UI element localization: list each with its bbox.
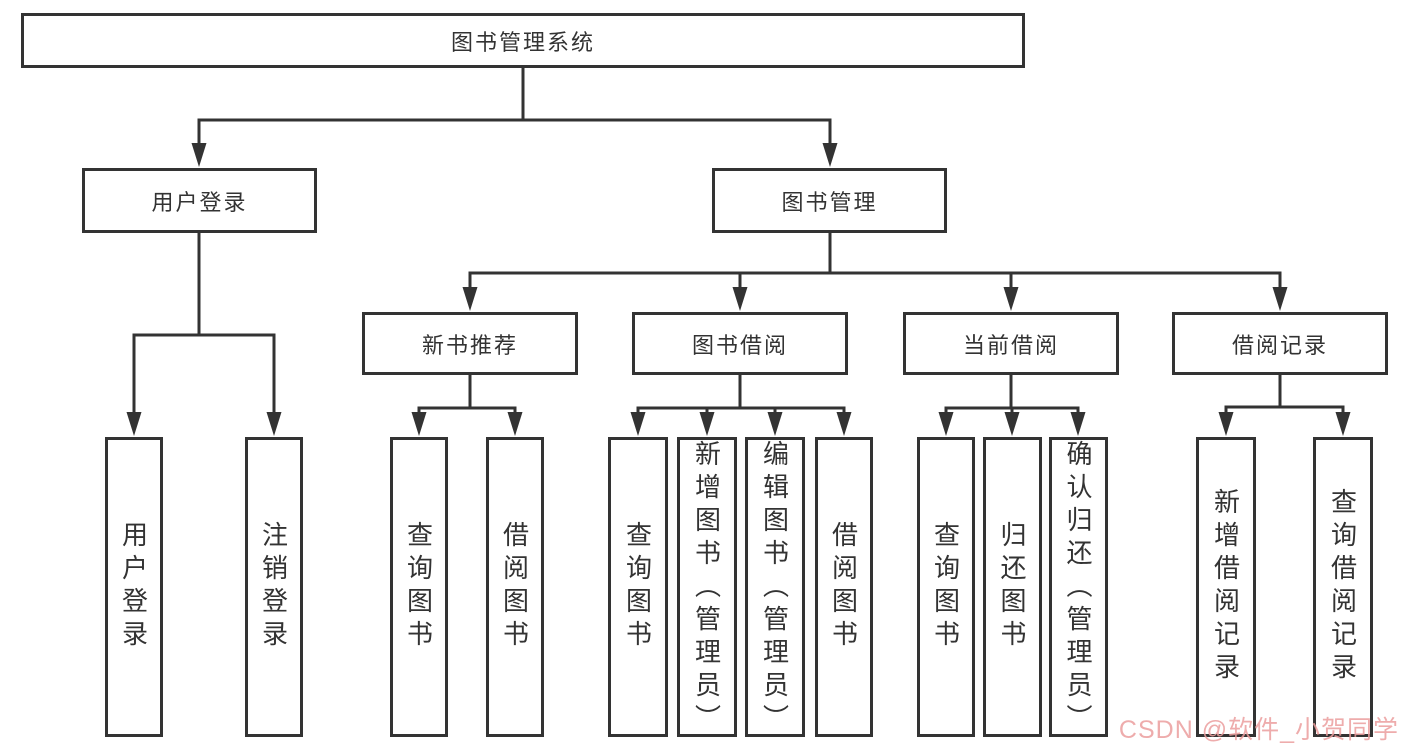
leaf-borrow-book: 借阅图书 xyxy=(815,437,873,737)
leaf-add-book-admin: 新增图书（管理员） xyxy=(677,437,737,737)
node-book-management: 图书管理 xyxy=(712,168,947,233)
leaf-edit-book-admin: 编辑图书（管理员） xyxy=(745,437,805,737)
node-book-borrow: 图书借阅 xyxy=(632,312,848,375)
arrowheads xyxy=(126,143,1351,436)
leaf-borrow-book-recommend: 借阅图书 xyxy=(486,437,544,737)
leaf-query-book-recommend: 查询图书 xyxy=(390,437,448,737)
leaf-confirm-return-admin: 确认归还（管理员） xyxy=(1049,437,1108,737)
node-user-login: 用户登录 xyxy=(82,168,317,233)
node-current-borrow: 当前借阅 xyxy=(903,312,1119,375)
csdn-watermark: CSDN @软件_小贺同学 xyxy=(1118,716,1399,744)
leaf-user-login: 用户登录 xyxy=(105,437,163,737)
leaf-add-borrow-record: 新增借阅记录 xyxy=(1196,437,1256,737)
leaf-logout: 注销登录 xyxy=(245,437,303,737)
leaf-query-book-borrow: 查询图书 xyxy=(608,437,668,737)
node-borrow-record: 借阅记录 xyxy=(1172,312,1388,375)
leaf-query-book-current: 查询图书 xyxy=(917,437,975,737)
node-new-book-recommend: 新书推荐 xyxy=(362,312,578,375)
leaf-return-book: 归还图书 xyxy=(983,437,1042,737)
leaf-query-borrow-record: 查询借阅记录 xyxy=(1313,437,1373,737)
node-library-management-system: 图书管理系统 xyxy=(21,13,1025,68)
